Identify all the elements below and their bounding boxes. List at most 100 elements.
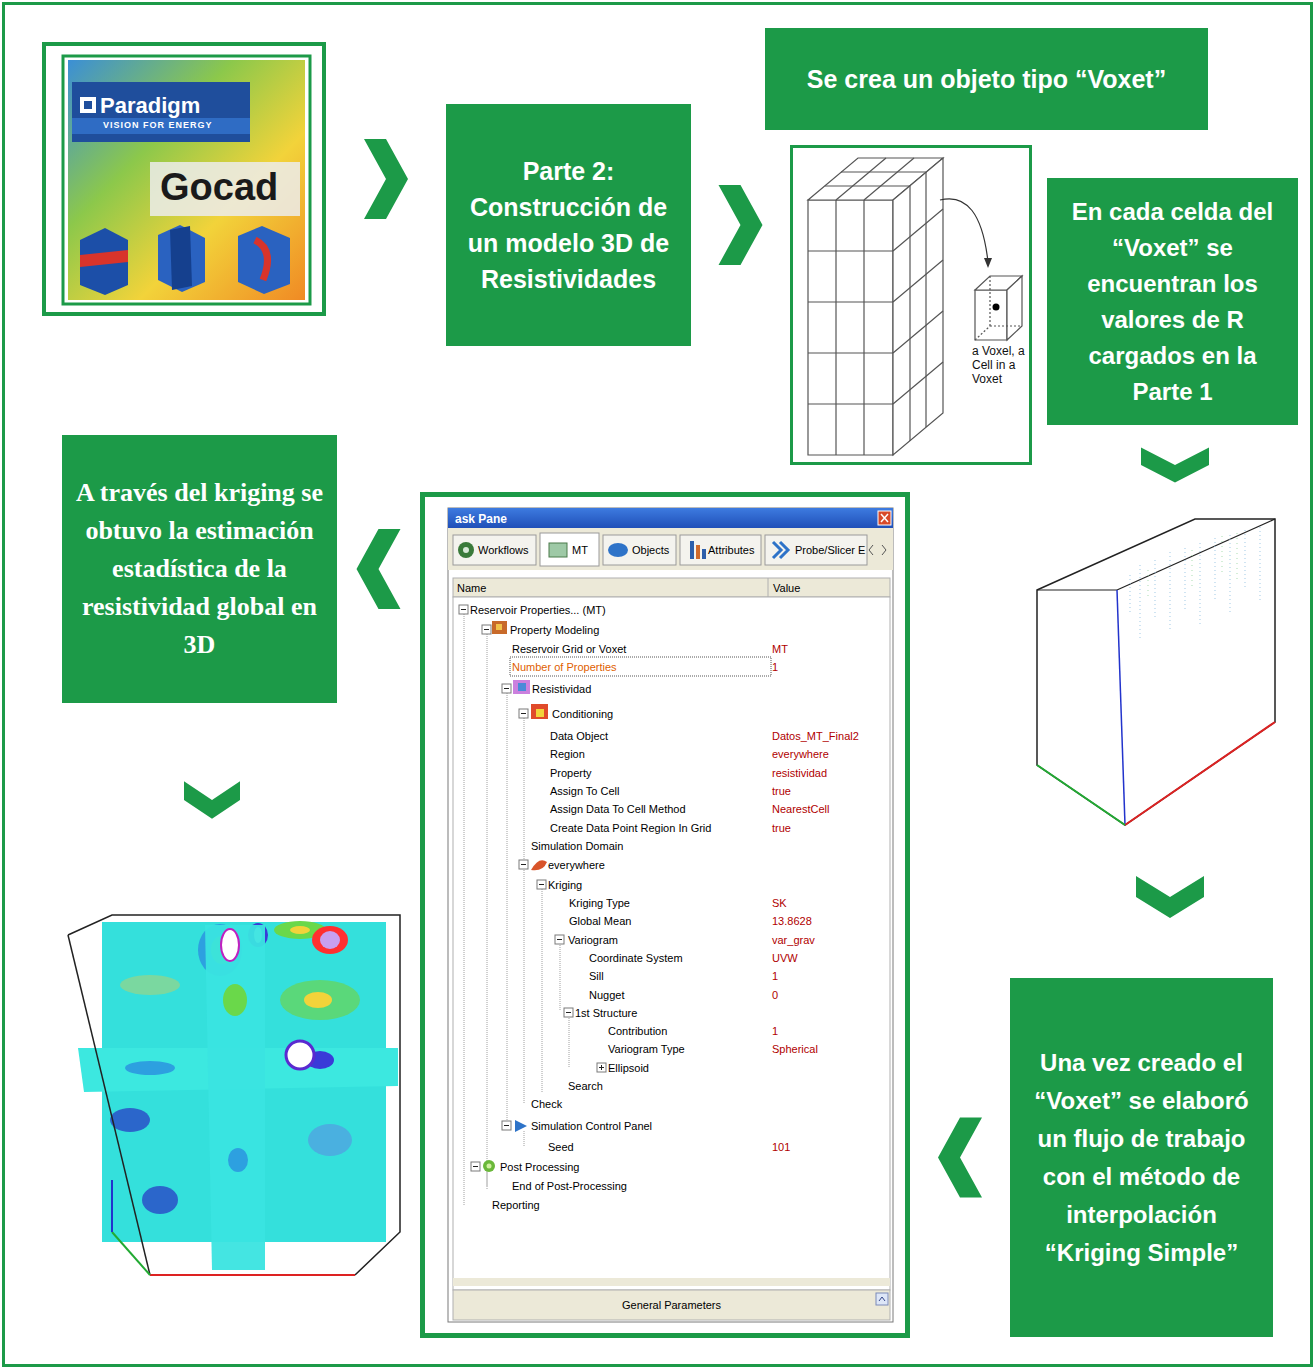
task-pane-window-part bbox=[459, 605, 606, 1171]
voxet-illustration-part bbox=[808, 250, 893, 251]
task-pane-window-part bbox=[879, 1297, 885, 1301]
point-cloud-illustration-part bbox=[1130, 527, 1260, 640]
voxet-illustration-part bbox=[893, 311, 943, 353]
task-pane-window-part-part bbox=[560, 945, 561, 1011]
task-pane-window-part bbox=[608, 543, 628, 557]
point-cloud-illustration-part-part bbox=[1191, 550, 1192, 590]
tree-item: Coordinate System bbox=[589, 951, 683, 965]
property-value: 1 bbox=[772, 969, 778, 983]
tab-label: Attributes bbox=[708, 543, 754, 557]
voxet-illustration-part bbox=[808, 352, 893, 353]
voxet-illustration-part bbox=[984, 258, 992, 268]
kriging-result-illustration-part bbox=[312, 926, 348, 954]
logo-image-part bbox=[158, 225, 205, 292]
logo-image bbox=[63, 56, 310, 304]
column-header: Value bbox=[773, 581, 800, 595]
logo-image-part bbox=[84, 101, 92, 109]
process-box: Una vez creado el “Voxet” se elaboró un … bbox=[1010, 978, 1273, 1337]
illustration-box: a Voxel, a Cell in a Voxet bbox=[790, 145, 1032, 465]
heading-box: Se crea un objeto tipo “Voxet” bbox=[765, 28, 1208, 130]
flow-chevron bbox=[719, 185, 763, 265]
voxet-illustration-part bbox=[841, 171, 926, 172]
tree-item: Assign To Cell bbox=[550, 784, 620, 798]
logo-image-part bbox=[80, 97, 96, 113]
box-label: Parte 2: Construcción de un modelo 3D de… bbox=[456, 153, 681, 297]
box-label: A través del kriging se obtuvo la estima… bbox=[72, 474, 327, 664]
kriging-result-illustration bbox=[68, 915, 400, 1275]
voxet-illustration-part bbox=[909, 186, 910, 441]
property-value: true bbox=[772, 821, 791, 835]
point-cloud-illustration-part-part bbox=[1259, 527, 1260, 600]
task-pane-window-part bbox=[531, 860, 547, 870]
task-pane-window-part bbox=[492, 621, 507, 634]
flow-chevron bbox=[364, 139, 408, 219]
point-cloud-illustration-part bbox=[1148, 533, 1237, 600]
task-pane-window-part bbox=[487, 1164, 492, 1169]
voxet-illustration bbox=[790, 145, 1032, 465]
tree-item: Property bbox=[550, 766, 592, 780]
logo-image-part bbox=[80, 228, 128, 295]
point-cloud-illustration-part-part bbox=[1154, 560, 1155, 620]
kriging-result-illustration-part bbox=[223, 984, 247, 1016]
task-pane-window-part bbox=[518, 683, 526, 691]
brand-name: Paradigm bbox=[100, 93, 200, 119]
property-value: MT bbox=[772, 642, 788, 656]
kriging-result-illustration-part bbox=[308, 1124, 352, 1156]
task-pane-window-part bbox=[461, 610, 604, 1167]
panel-label: General Parameters bbox=[453, 1298, 890, 1312]
voxet-illustration-part bbox=[893, 260, 943, 302]
tree-item: Variogram bbox=[568, 933, 618, 947]
voxet-illustration-part bbox=[989, 276, 990, 326]
voxet-illustration-part bbox=[893, 158, 943, 455]
logo-box: ParadigmVISION FOR ENERGYGocad bbox=[42, 42, 326, 316]
task-pane-window-part bbox=[510, 657, 771, 676]
tree-item: Property Modeling bbox=[510, 623, 599, 637]
logo-image-part bbox=[255, 240, 268, 280]
tree-item: Region bbox=[550, 747, 585, 761]
tree-item-highlight: Number of Properties bbox=[512, 660, 617, 674]
voxet-illustration-part bbox=[893, 362, 943, 404]
property-value: true bbox=[772, 784, 791, 798]
voxet-illustration-part bbox=[836, 158, 886, 200]
tree-item: 1st Structure bbox=[575, 1006, 637, 1020]
logo-image-part bbox=[238, 226, 290, 294]
task-pane-window-part bbox=[513, 680, 530, 694]
point-cloud-illustration-part-part bbox=[1184, 548, 1185, 610]
task-pane-window-part bbox=[540, 533, 599, 566]
point-cloud-illustration-part-part bbox=[1229, 535, 1230, 615]
voxet-illustration-part bbox=[1007, 276, 1022, 340]
logo-image-part bbox=[170, 226, 192, 290]
box-label: En cada celda del “Voxet” se encuentran … bbox=[1057, 194, 1288, 410]
flow-chevron bbox=[357, 529, 401, 609]
tree-item: Reservoir Properties... (MT) bbox=[470, 603, 606, 617]
process-box: Parte 2: Construcción de un modelo 3D de… bbox=[446, 104, 691, 346]
tab-label: Probe/Slicer E bbox=[795, 543, 865, 557]
kriging-result-illustration-part bbox=[68, 935, 150, 1275]
task-pane-window-part bbox=[536, 709, 544, 717]
task-pane-window-part bbox=[696, 545, 700, 559]
voxet-illustration-part bbox=[863, 200, 864, 455]
tab-label: Objects bbox=[632, 543, 669, 557]
kriging-result-illustration-part bbox=[150, 1274, 355, 1276]
voxet-illustration-part bbox=[825, 185, 910, 186]
task-pane-window-part-part bbox=[524, 1131, 525, 1147]
voxet-illustration-part bbox=[864, 158, 914, 200]
task-pane-window-part bbox=[453, 597, 890, 1290]
tree-item: Assign Data To Cell Method bbox=[550, 802, 686, 816]
point-cloud-illustration-part-part bbox=[1139, 565, 1140, 640]
point-cloud-illustration bbox=[1037, 519, 1275, 825]
point-cloud-illustration-part-part bbox=[1147, 570, 1148, 600]
task-pane-window-part bbox=[453, 1278, 890, 1286]
tree-item: End of Post-Processing bbox=[512, 1179, 627, 1193]
point-cloud-illustration-part-part bbox=[1244, 530, 1245, 590]
task-pane-window-part bbox=[773, 542, 788, 558]
task-pane-window-part bbox=[876, 1293, 888, 1305]
voxet-illustration-part bbox=[835, 200, 836, 455]
tree-item: Sill bbox=[589, 969, 604, 983]
kriging-result-illustration-part bbox=[320, 931, 340, 949]
logo-image-part bbox=[150, 162, 300, 216]
kriging-result-illustration-part bbox=[286, 1041, 314, 1069]
point-cloud-illustration-part-part bbox=[1129, 575, 1130, 615]
point-cloud-illustration-part bbox=[1117, 590, 1125, 825]
kriging-result-illustration-part bbox=[228, 1148, 248, 1172]
